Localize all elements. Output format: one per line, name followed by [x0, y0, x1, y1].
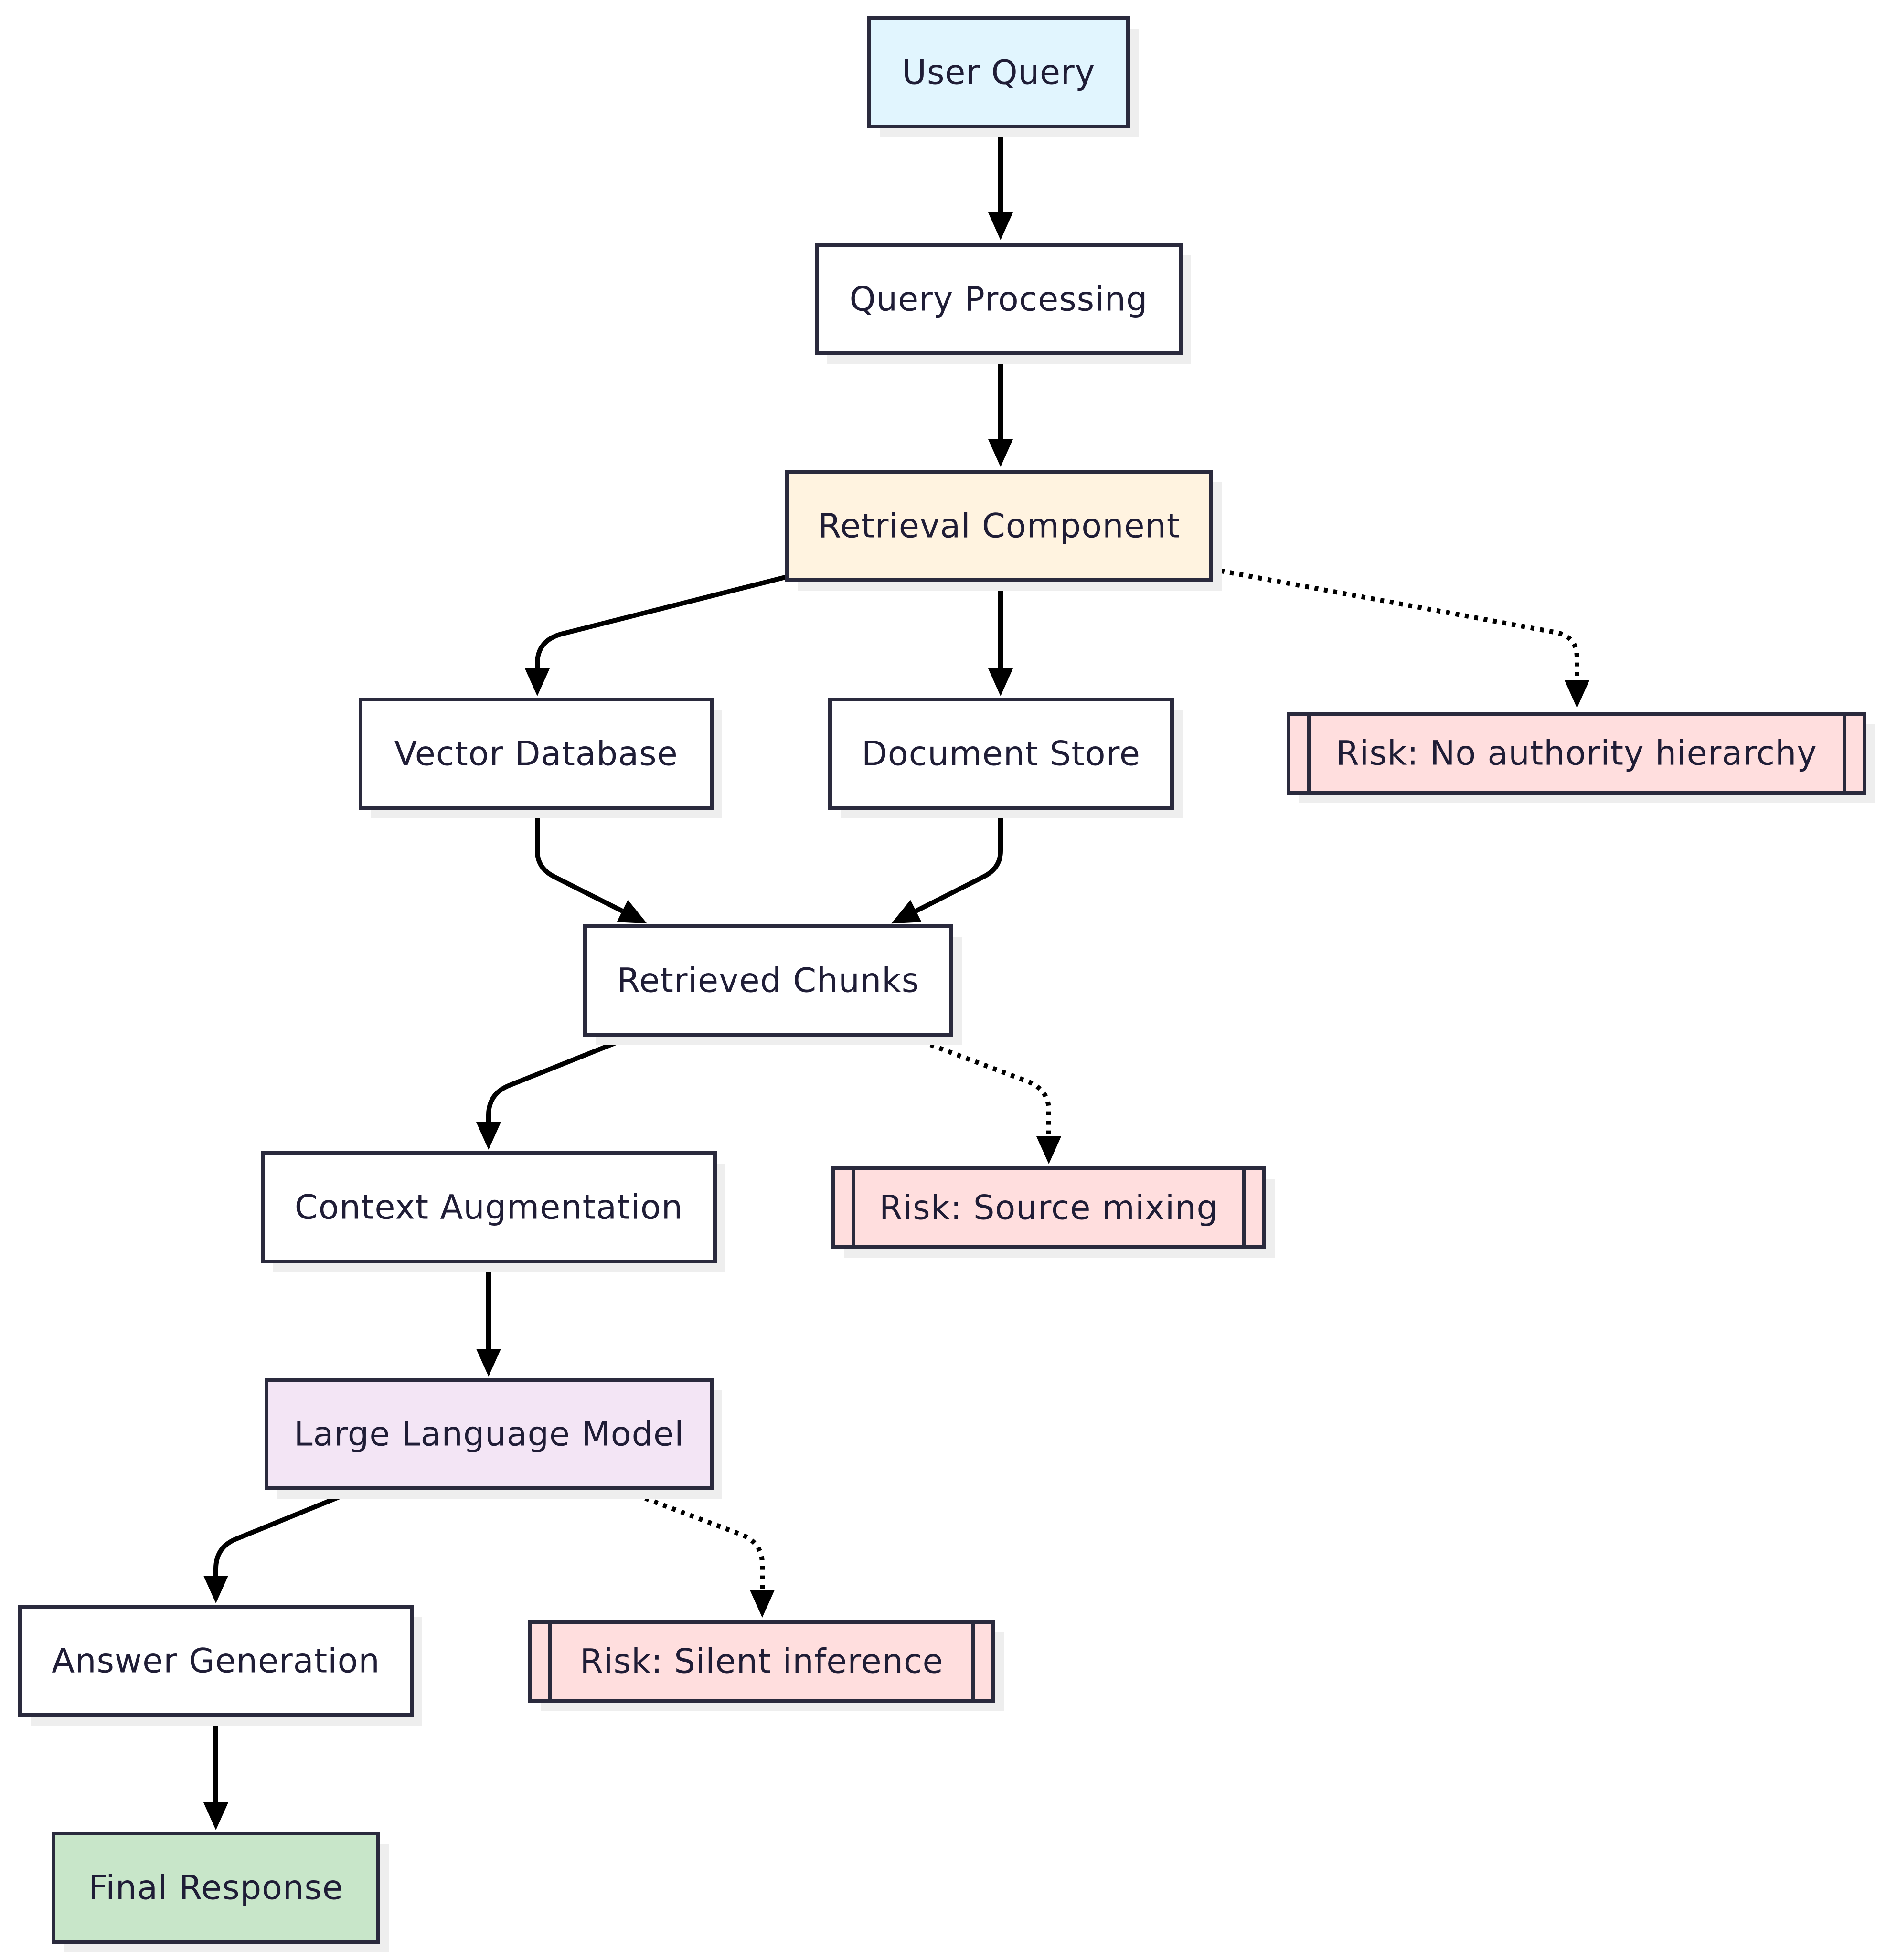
arrowhead-icon — [891, 900, 922, 924]
arrowhead-icon — [1036, 1136, 1061, 1164]
node-box — [359, 698, 714, 810]
node-context-augmentation-label: Context Augmentation — [295, 1188, 683, 1227]
arrowhead-icon — [476, 1122, 501, 1150]
node-risk-authority-label: Risk: No authority hierarchy — [1336, 734, 1817, 773]
node-box — [1287, 712, 1866, 795]
node-box — [831, 1166, 1266, 1249]
node-llm: Large Language Model — [265, 1378, 722, 1499]
edge-llm-to-risk-silent-inference — [618, 1486, 765, 1590]
node-vector-database-label: Vector Database — [394, 734, 678, 773]
node-retrieved-chunks: Retrieved Chunks — [583, 924, 962, 1045]
node-final-response: Final Response — [52, 1832, 389, 1952]
node-document-store: Document Store — [828, 698, 1183, 818]
node-answer-generation-label: Answer Generation — [52, 1642, 380, 1681]
edge-document-store-to-retrieved-chunks — [915, 808, 1003, 913]
node-context-augmentation: Context Augmentation — [261, 1151, 725, 1272]
edge-llm-to-answer-generation — [213, 1486, 362, 1576]
node-query-processing-label: Query Processing — [850, 280, 1148, 319]
node-user-query: User Query — [867, 16, 1139, 137]
arrowhead-icon — [525, 668, 550, 696]
node-risk-authority: Risk: No authority hierarchy — [1287, 712, 1875, 803]
node-final-response-label: Final Response — [88, 1868, 343, 1907]
node-user-query-label: User Query — [902, 53, 1096, 92]
arrowhead-icon — [476, 1349, 501, 1377]
node-query-processing: Query Processing — [815, 243, 1191, 364]
edge-vector-database-to-retrieved-chunks — [535, 808, 624, 913]
arrowhead-icon — [203, 1576, 228, 1603]
arrowhead-icon — [203, 1802, 228, 1830]
node-retrieval-component-label: Retrieval Component — [818, 507, 1181, 546]
node-risk-silent-inference: Risk: Silent inference — [528, 1620, 1004, 1711]
node-answer-generation: Answer Generation — [18, 1605, 422, 1726]
node-retrieved-chunks-label: Retrieved Chunks — [617, 961, 919, 1000]
edge-retrieved-chunks-to-context-augmentation — [486, 1032, 637, 1122]
node-vector-database: Vector Database — [359, 698, 722, 818]
arrowhead-icon — [617, 900, 647, 924]
node-risk-silent-inference-label: Risk: Silent inference — [580, 1642, 943, 1681]
node-document-store-label: Document Store — [862, 734, 1140, 773]
arrowhead-icon — [1565, 680, 1589, 708]
edge-retrieval-component-to-risk-authority — [1211, 567, 1579, 680]
node-box — [867, 16, 1130, 128]
edge-retrieval-component-to-vector-database — [535, 574, 788, 668]
node-box — [828, 698, 1174, 810]
node-box — [815, 243, 1183, 355]
node-box — [785, 470, 1213, 582]
node-llm-label: Large Language Model — [294, 1415, 684, 1454]
node-box — [18, 1605, 414, 1717]
node-box — [528, 1620, 995, 1703]
node-box — [265, 1378, 714, 1490]
node-box — [583, 924, 953, 1037]
arrowhead-icon — [750, 1590, 775, 1618]
node-box — [52, 1832, 380, 1944]
arrowhead-icon — [988, 212, 1013, 240]
node-box — [261, 1151, 717, 1263]
node-risk-source-mixing: Risk: Source mixing — [831, 1166, 1275, 1258]
edge-retrieved-chunks-to-risk-source-mixing — [903, 1032, 1051, 1136]
node-retrieval-component: Retrieval Component — [785, 470, 1222, 591]
edges-layer — [203, 127, 1589, 1830]
arrowhead-icon — [988, 439, 1013, 467]
node-risk-source-mixing-label: Risk: Source mixing — [879, 1188, 1218, 1228]
arrowhead-icon — [988, 668, 1013, 696]
